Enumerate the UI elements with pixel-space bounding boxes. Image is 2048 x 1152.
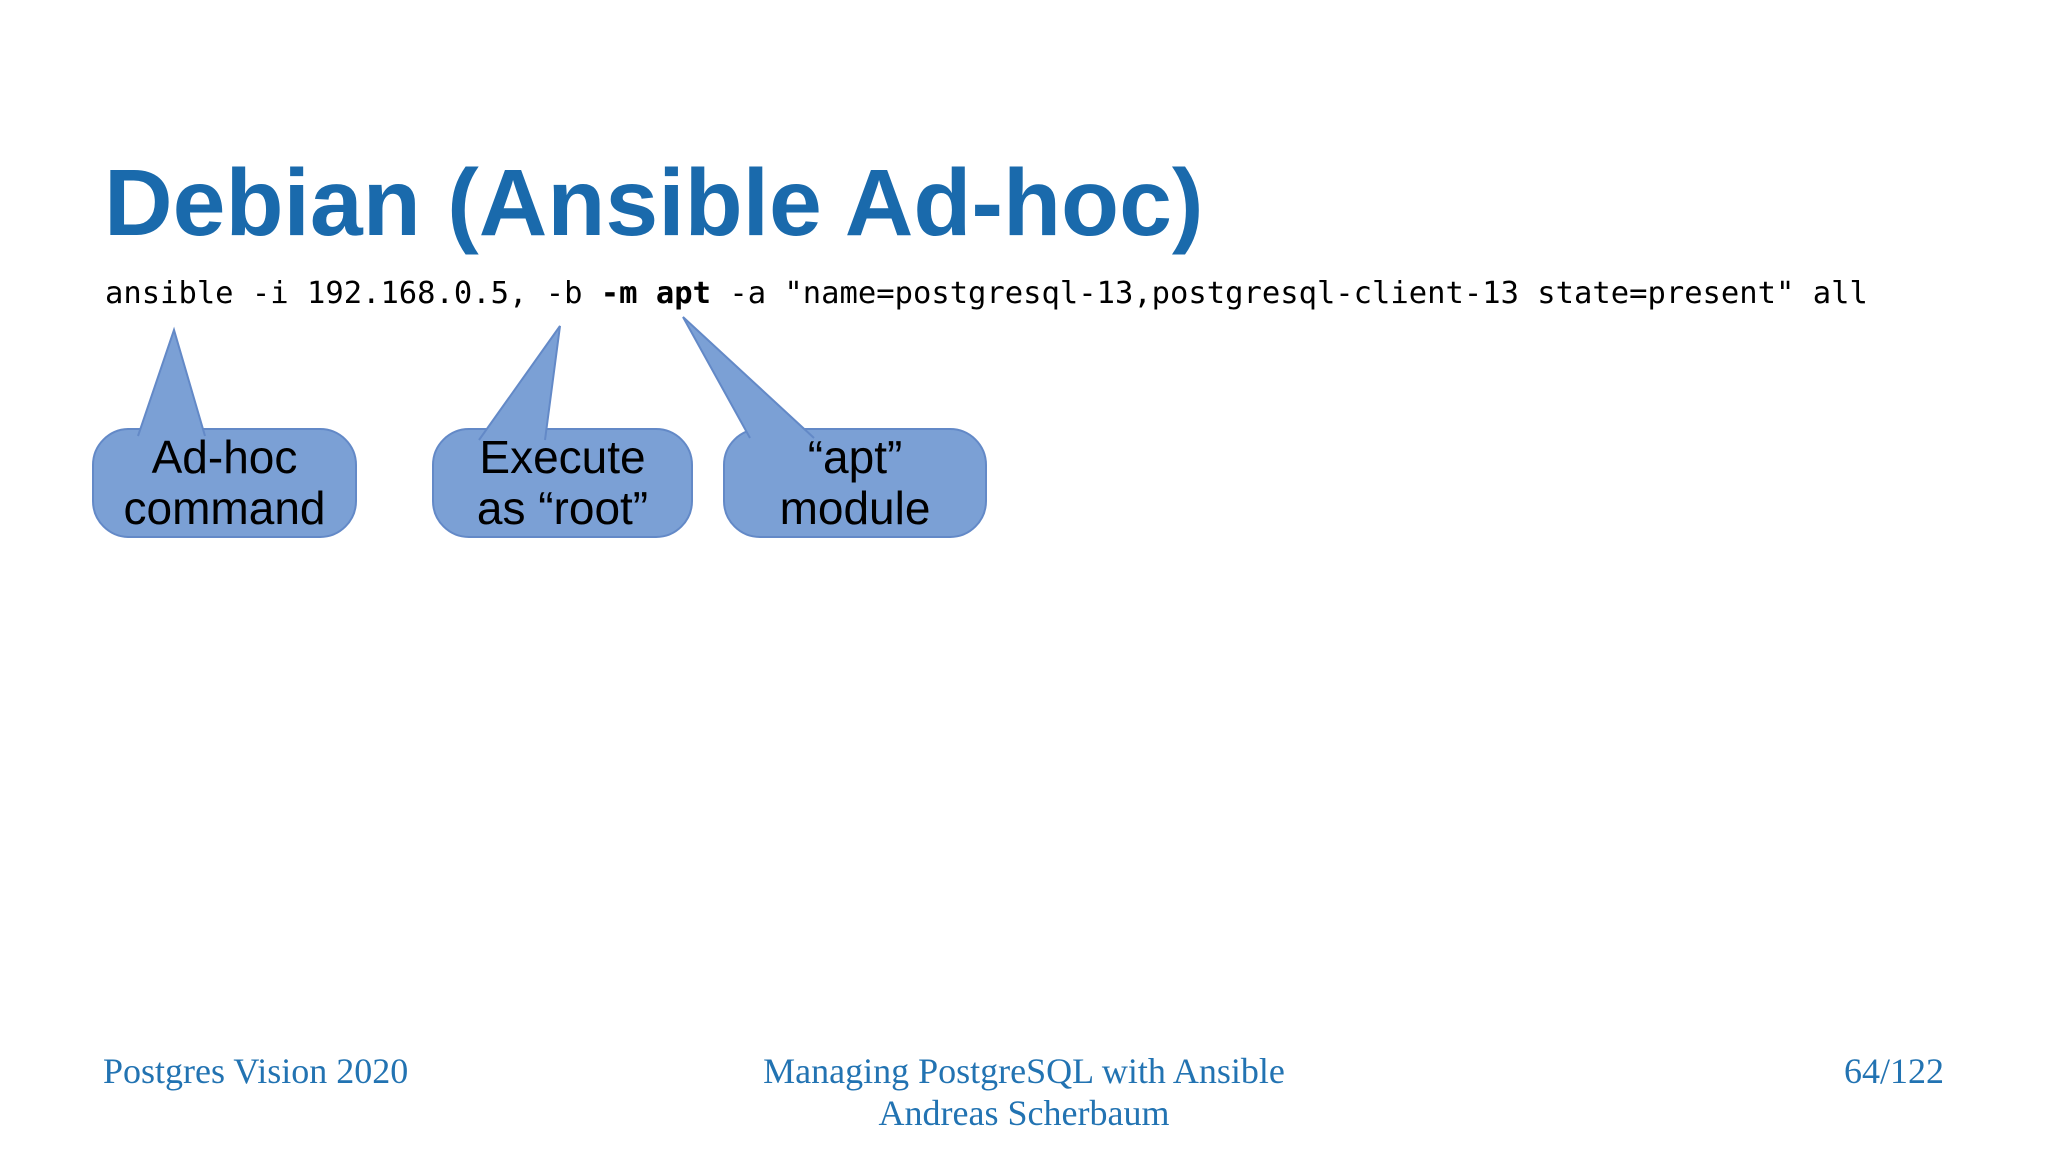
callout-tail xyxy=(137,326,206,437)
command-text-prefix: ansible -i 192.168.0.5, -b xyxy=(105,276,601,311)
callout-line: as “root” xyxy=(476,482,649,534)
callout-execute-as-root: Execute as “root” xyxy=(432,325,693,538)
callout-tail xyxy=(682,316,815,439)
command-module-flag: -m apt xyxy=(600,276,711,311)
footer-author: Andreas Scherbaum xyxy=(878,1093,1170,1133)
footer-center: Managing PostgreSQL with Ansible Andreas… xyxy=(0,1050,2048,1134)
footer-page-number: 64/122 xyxy=(1843,1051,1944,1091)
callout-adhoc-command: Ad-hoc command xyxy=(92,326,357,538)
callout-tail xyxy=(478,325,561,441)
ansible-command: ansible -i 192.168.0.5, -b -m apt -a "na… xyxy=(105,276,1868,312)
callout-line: “apt” xyxy=(807,431,903,483)
footer-presentation-title: Managing PostgreSQL with Ansible xyxy=(763,1051,1285,1091)
callout-line: module xyxy=(779,482,931,534)
slide-title: Debian (Ansible Ad-hoc) xyxy=(104,149,1204,256)
callout-line: command xyxy=(123,482,326,534)
callout-apt-module: “apt” module xyxy=(682,316,987,538)
callout-line: Ad-hoc xyxy=(151,431,298,483)
footer-conference: Postgres Vision 2020 xyxy=(103,1051,409,1091)
command-text-suffix: -a "name=postgresql-13,postgresql-client… xyxy=(710,276,1868,311)
